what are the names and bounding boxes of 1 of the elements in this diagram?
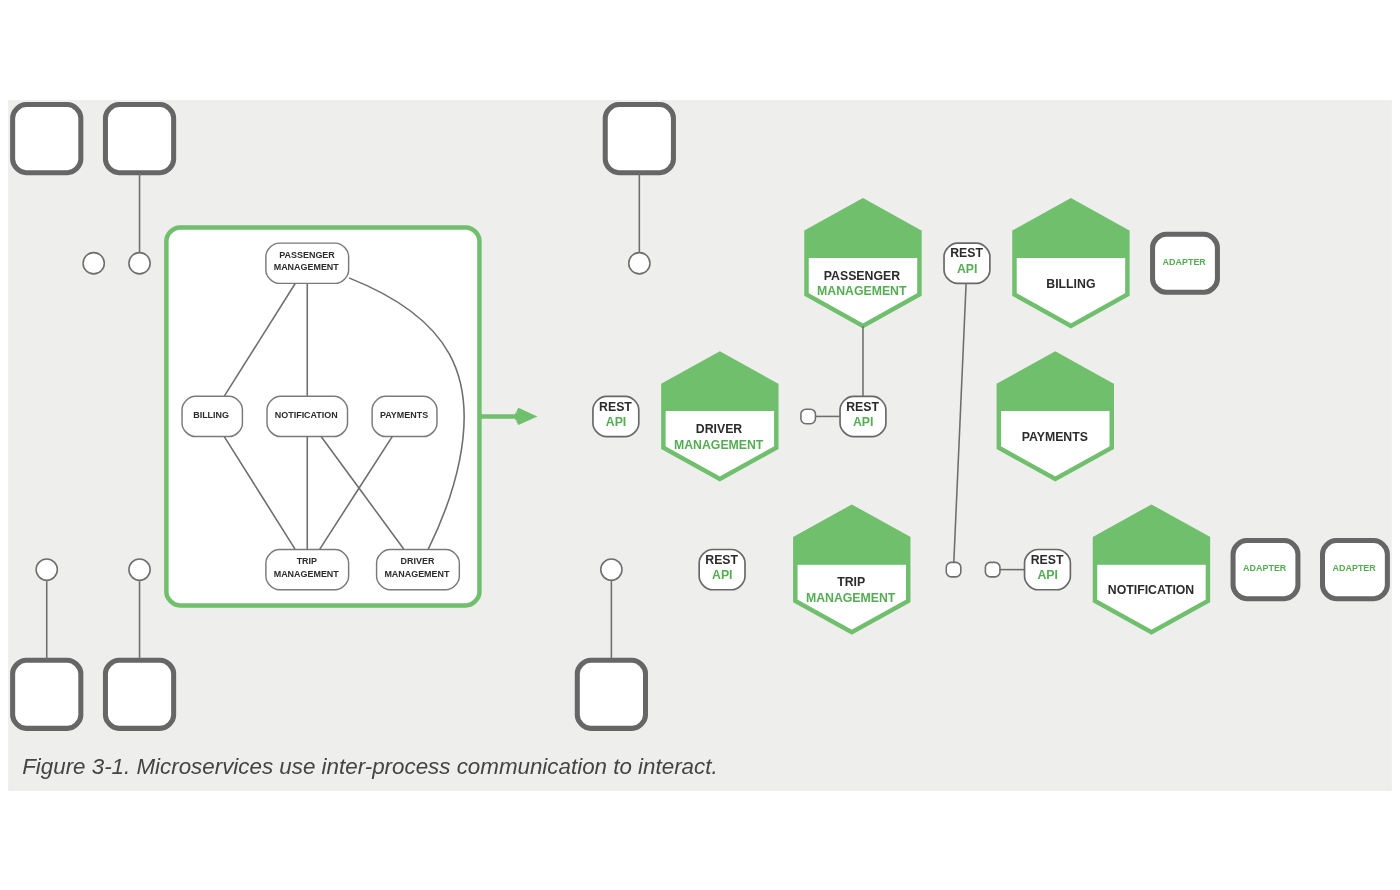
caption: Figure 3-1. Microservices use inter-process communication to interact. — [22, 753, 718, 779]
